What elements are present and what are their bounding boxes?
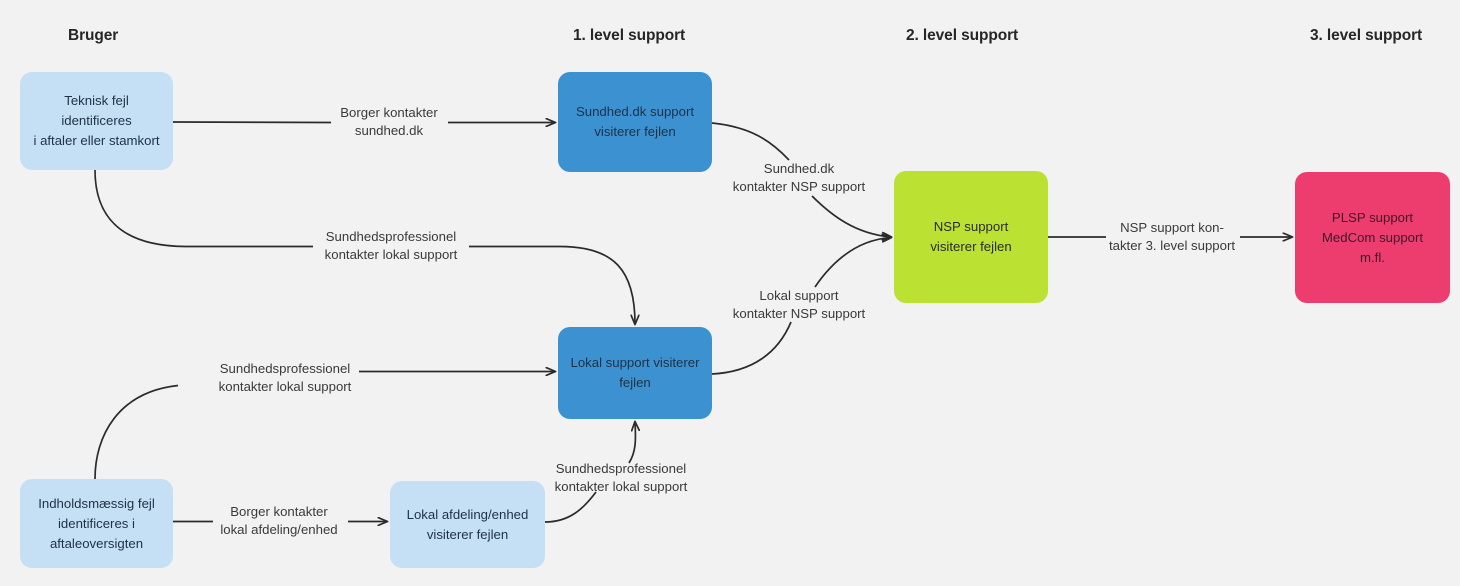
node-sundhed-dk-support[interactable]: Sundhed.dk support visiterer fejlen	[558, 72, 712, 172]
connector-sundheddk-to-nsp-a	[711, 122, 790, 161]
node-lokal-afdeling-enhed[interactable]: Lokal afdeling/enhed visiterer fejlen	[390, 481, 545, 568]
column-header-bruger: Bruger	[68, 27, 119, 44]
node-lokal-support[interactable]: Lokal support visiterer fejlen	[558, 327, 712, 419]
node-teknisk-fejl[interactable]: Teknisk fejl identificeres i aftaler ell…	[20, 72, 173, 170]
edge-label-sundhedsprofessionel-lokal-support-top: Sundhedsprofessionel kontakter lokal sup…	[324, 229, 458, 262]
node-sundhed-dk-support-label: Sundhed.dk support visiterer fejlen	[575, 104, 695, 139]
column-header-level-3: 3. level support	[1310, 27, 1423, 44]
node-indholdsmaessig-fejl-label: Indholdsmæssig fejl identificeres i afta…	[38, 495, 155, 551]
edge-label-borger-kontakter-sundhed-dk: Borger kontakter sundhed.dk	[340, 105, 438, 138]
node-indholdsmaessig-fejl[interactable]: Indholdsmæssig fejl identificeres i afta…	[20, 479, 173, 568]
node-plsp-medcom-support-label: PLSP support MedCom support m.fl.	[1321, 209, 1424, 265]
connector-indholdsmaessig-to-lokalsupport-a	[94, 384, 179, 480]
node-nsp-support-label: NSP support visiterer fejlen	[930, 219, 1012, 254]
node-lokal-afdeling-enhed-label: Lokal afdeling/enhed visiterer fejlen	[406, 506, 529, 542]
connector-lokalsupport-to-nsp-b	[814, 238, 891, 288]
column-header-level-2: 2. level support	[906, 27, 1019, 44]
edge-label-lokal-support-kontakter-nsp: Lokal support kontakter NSP support	[732, 288, 866, 321]
connector-lokalafdeling-to-lokalsupport-b	[628, 422, 635, 464]
node-nsp-support[interactable]: NSP support visiterer fejlen	[894, 171, 1048, 303]
node-teknisk-fejl-label: Teknisk fejl identificeres i aftaler ell…	[33, 93, 160, 148]
edge-label-borger-kontakter-lokal-afdeling: Borger kontakter lokal afdeling/enhed	[220, 504, 338, 537]
node-lokal-support-label: Lokal support visiterer fejlen	[570, 355, 700, 390]
connector-sundheddk-to-nsp-b	[811, 195, 891, 237]
column-header-level-1: 1. level support	[573, 27, 686, 44]
connector-lokalsupport-to-nsp-a	[711, 321, 792, 375]
edge-label-sundhed-dk-kontakter-nsp: Sundhed.dk kontakter NSP support	[732, 161, 866, 194]
node-plsp-medcom-support[interactable]: PLSP support MedCom support m.fl.	[1295, 172, 1450, 303]
edge-label-sundhedsprofessionel-lokal-support-bottom: Sundhedsprofessionel kontakter lokal sup…	[554, 461, 688, 494]
edge-label-sundhedsprofessionel-lokal-support-mid: Sundhedsprofessionel kontakter lokal sup…	[218, 361, 352, 394]
edge-label-nsp-kontakter-3-level: NSP support kon- takter 3. level support	[1108, 220, 1236, 253]
connector-lokalafdeling-to-lokalsupport-a	[544, 491, 597, 523]
